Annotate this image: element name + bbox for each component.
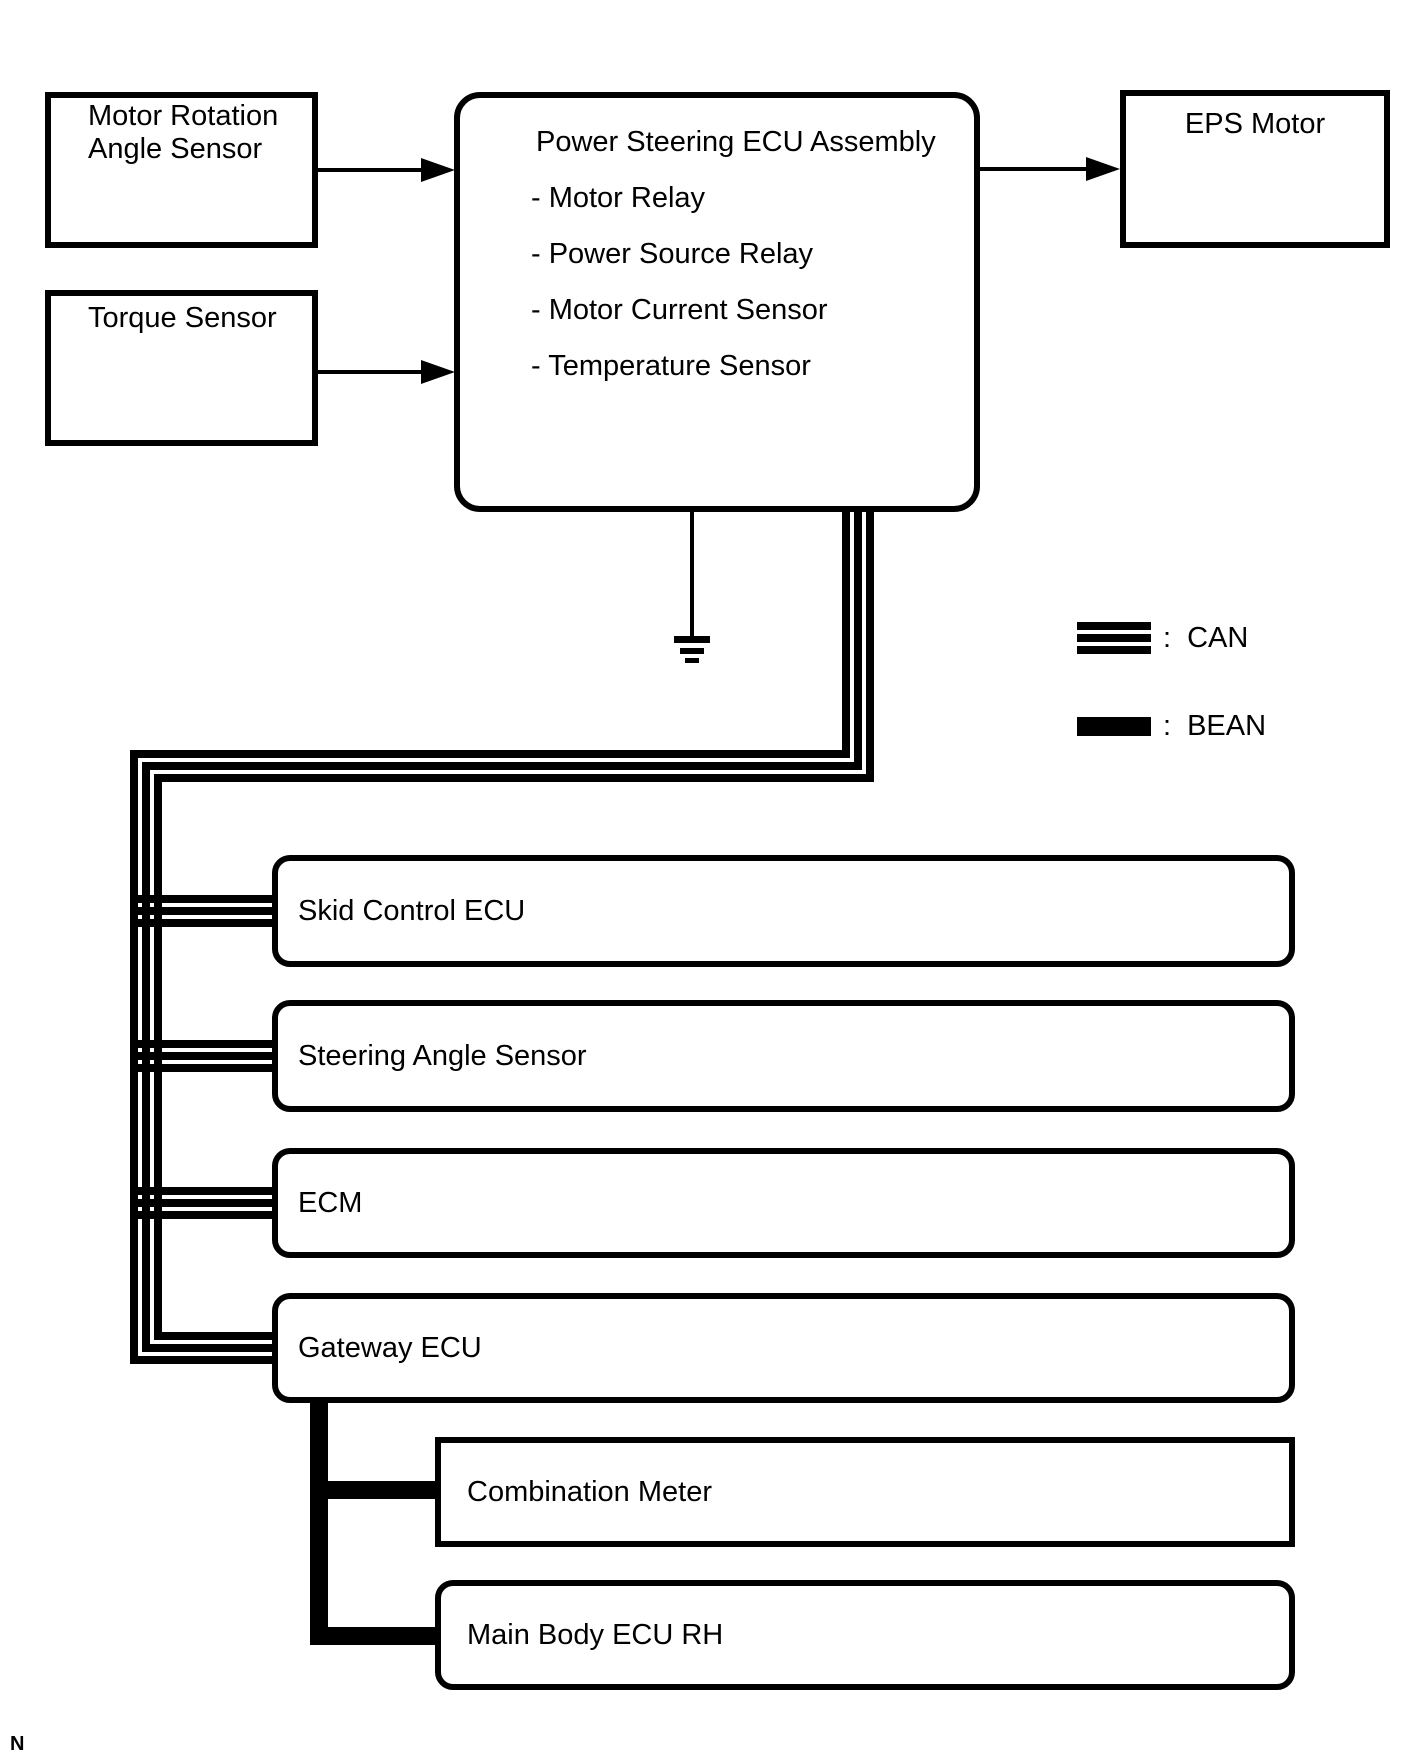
can-horizontal-segment [142, 762, 862, 770]
can-horizontal-segment [154, 774, 874, 782]
bean-stub [310, 1627, 435, 1645]
legend-label: BEAN [1187, 709, 1267, 742]
can-stub [130, 1052, 272, 1060]
can-stub [134, 1356, 272, 1364]
bean-vertical-segment [310, 1400, 328, 1645]
node-motor-rotation-angle-sensor: Motor Rotation Angle Sensor [45, 92, 318, 248]
arrow-motor-rotation-to-ecu [318, 168, 424, 172]
legend-can: : CAN [1077, 622, 1248, 654]
can-stub [130, 1199, 272, 1207]
arrowhead-icon [421, 158, 455, 182]
ground-stem [690, 512, 694, 638]
bean-line-swatch-icon [1077, 716, 1151, 736]
ground-bar [685, 658, 699, 663]
node-torque-sensor: Torque Sensor [45, 290, 318, 446]
node-combination-meter: Combination Meter [435, 1437, 1295, 1547]
can-trunk-segment [854, 512, 862, 770]
legend-separator: : [1163, 709, 1172, 742]
can-trunk-segment [842, 512, 850, 758]
node-label: Steering Angle Sensor [298, 1039, 587, 1072]
arrow-ecu-to-eps-motor [980, 167, 1088, 171]
node-label: EPS Motor [1184, 108, 1326, 140]
node-label: Main Body ECU RH [467, 1618, 724, 1651]
legend-separator: : [1163, 621, 1172, 654]
ecu-title: Power Steering ECU Assembly [536, 126, 936, 158]
ground-bar [674, 636, 710, 643]
node-skid-control-ecu: Skid Control ECU [272, 855, 1295, 967]
node-power-steering-ecu-assembly: Power Steering ECU Assembly - Motor Rela… [454, 92, 980, 512]
can-stub [158, 1332, 272, 1340]
ecu-component: - Motor Relay [531, 182, 706, 214]
node-label: Skid Control ECU [298, 894, 526, 927]
legend-bean: : BEAN [1077, 710, 1266, 742]
can-stub [130, 895, 272, 903]
can-stub [130, 907, 272, 915]
arrow-torque-to-ecu [318, 370, 424, 374]
ecu-component: - Motor Current Sensor [531, 294, 828, 326]
ground-bar [680, 648, 704, 654]
can-trunk-segment [866, 512, 874, 782]
node-eps-motor: EPS Motor [1120, 90, 1390, 248]
node-gateway-ecu: Gateway ECU [272, 1293, 1295, 1403]
legend-label: CAN [1187, 621, 1249, 654]
can-stub [130, 1211, 272, 1219]
node-main-body-ecu-rh: Main Body ECU RH [435, 1580, 1295, 1690]
can-horizontal-segment [130, 750, 850, 758]
node-label: Torque Sensor [88, 302, 277, 334]
node-label: Gateway ECU [298, 1331, 482, 1364]
node-ecm: ECM [272, 1148, 1295, 1258]
can-stub [130, 1064, 272, 1072]
can-stub [130, 1187, 272, 1195]
bean-stub [310, 1481, 435, 1499]
node-label: ECM [298, 1186, 363, 1219]
node-label: Motor Rotation Angle Sensor [88, 100, 279, 165]
node-label: Combination Meter [467, 1475, 712, 1508]
can-line-swatch-icon [1077, 622, 1151, 654]
footnote-n: N [10, 1733, 25, 1755]
ecu-component: - Temperature Sensor [531, 350, 811, 382]
can-stub [130, 919, 272, 927]
can-stub [130, 1040, 272, 1048]
ecu-component: - Power Source Relay [531, 238, 814, 270]
arrowhead-icon [1086, 157, 1120, 181]
can-stub [146, 1344, 272, 1352]
arrowhead-icon [421, 360, 455, 384]
node-steering-angle-sensor: Steering Angle Sensor [272, 1000, 1295, 1112]
